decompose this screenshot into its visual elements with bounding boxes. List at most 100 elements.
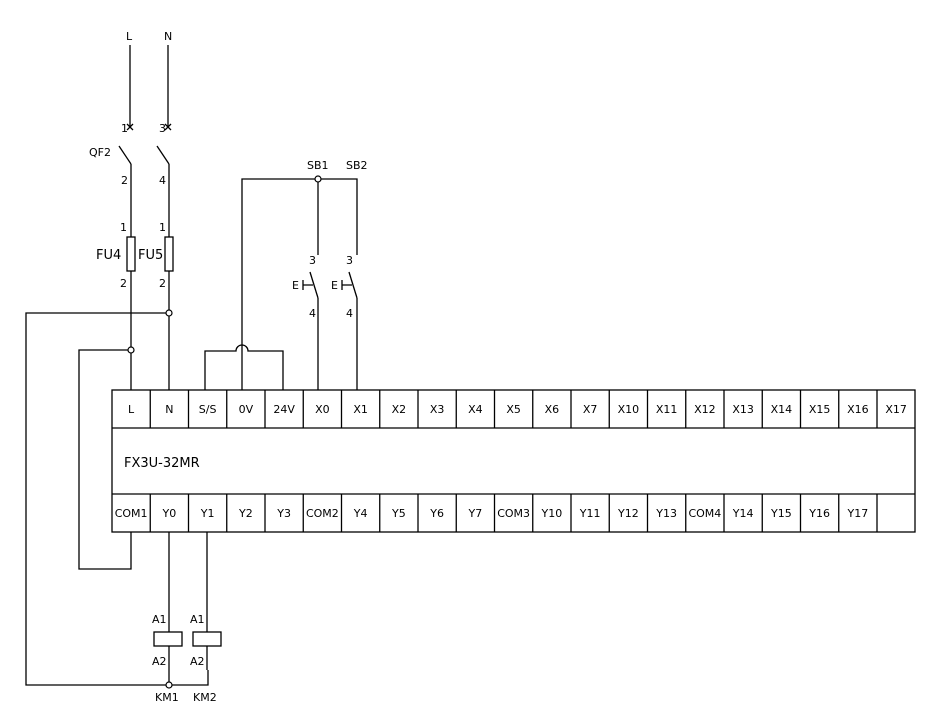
plc-bottom-terminal-label: COM1 xyxy=(115,507,148,520)
sb1-label: SB1 xyxy=(307,159,329,172)
breaker-pin-3: 3 xyxy=(159,122,166,135)
coil-km1-body xyxy=(153,631,183,647)
plc-top-terminal-label: X10 xyxy=(618,403,640,416)
sb2-label: SB2 xyxy=(346,159,368,172)
plc-bottom-terminal-label: Y14 xyxy=(732,507,754,520)
plc-bottom-terminal-label: Y13 xyxy=(655,507,677,520)
sb1-blade xyxy=(309,271,319,299)
breaker-pin-4: 4 xyxy=(159,174,166,187)
breaker-pin-2: 2 xyxy=(121,174,128,187)
coil-km2-pin-a2: A2 xyxy=(190,655,205,668)
fuse-fu5-body xyxy=(164,236,174,272)
plc-top-terminal-label: X12 xyxy=(694,403,716,416)
coil-km2-body xyxy=(192,631,222,647)
plc-bottom-terminal-label: COM3 xyxy=(497,507,530,520)
plc-bottom-terminal-label: Y15 xyxy=(770,507,792,520)
sb2-pin-4: 4 xyxy=(346,307,353,320)
plc-top-terminal-label: L xyxy=(128,403,135,416)
plc-top-terminal-label: X3 xyxy=(430,403,445,416)
plc-top-terminal-row: L N S/S 0V 24V X0 X1 X2 X3 X4 X5 X6 X7 X10 X11 X12 X13 X1… xyxy=(128,390,907,428)
coil-km1-pin-a2: A2 xyxy=(152,655,167,668)
wire-ss-24v xyxy=(204,344,284,390)
fuse-fu5-pin-bottom: 2 xyxy=(159,277,166,290)
wire-l-to-com1 xyxy=(78,349,132,570)
plc-top-terminal-label: X1 xyxy=(353,403,368,416)
junction-coil-a2 xyxy=(165,681,173,689)
plc-bottom-terminal-label: Y16 xyxy=(808,507,830,520)
plc-top-terminal-label: X7 xyxy=(583,403,598,416)
plc-bottom-terminal-row: COM1 Y0 Y1 Y2 Y3 COM2 Y4 Y5 Y6 Y7 COM3 Y10 Y11 Y12 Y13… xyxy=(115,494,878,532)
fuse-fu4-pin-top: 1 xyxy=(120,221,127,234)
wire-n-to-coils xyxy=(25,312,209,686)
sb2-actuator xyxy=(341,280,352,290)
sb1-pin-4: 4 xyxy=(309,307,316,320)
plc-bottom-terminal-label: Y1 xyxy=(200,507,215,520)
plc-bottom-terminal-label: Y6 xyxy=(429,507,444,520)
breaker-x-left xyxy=(126,123,134,131)
coil-km1-label: KM1 xyxy=(155,691,179,704)
plc-top-terminal-label: 24V xyxy=(273,403,295,416)
plc-module: L N S/S 0V 24V X0 X1 X2 X3 X4 X5 X6 X7 X10 X11 X12 X13 X1… xyxy=(111,389,916,533)
sb1-pin-3: 3 xyxy=(309,254,316,267)
breaker-label: QF2 xyxy=(89,146,111,159)
sb2-pin-3: 3 xyxy=(346,254,353,267)
sb1-mark: E xyxy=(292,279,299,292)
plc-top-terminal-label: X4 xyxy=(468,403,483,416)
fuse-fu4-label: FU4 xyxy=(96,248,121,263)
fuse-fu4-body xyxy=(126,236,136,272)
plc-bottom-terminal-label: Y5 xyxy=(391,507,406,520)
push-buttons xyxy=(302,271,358,299)
breaker-qf2 xyxy=(118,123,172,165)
plc-top-terminal-label: S/S xyxy=(199,403,217,416)
plc-bottom-terminal-label: Y12 xyxy=(617,507,639,520)
fuse-fu4-pin-bottom: 2 xyxy=(120,277,127,290)
plc-top-terminal-label: X5 xyxy=(506,403,521,416)
wires xyxy=(25,45,358,686)
plc-top-terminal-label: X0 xyxy=(315,403,330,416)
plc-bottom-terminal-label: Y10 xyxy=(541,507,563,520)
sb2-blade xyxy=(348,271,358,299)
supply-line-label: L xyxy=(126,30,133,43)
coils xyxy=(153,631,222,647)
plc-body xyxy=(111,389,916,533)
breaker-blade-left xyxy=(118,145,132,165)
breaker-x-right xyxy=(164,123,172,131)
plc-bottom-terminal-label: Y11 xyxy=(579,507,601,520)
coil-km2-label: KM2 xyxy=(193,691,217,704)
plc-top-terminal-label: 0V xyxy=(239,403,254,416)
supply-neutral-label: N xyxy=(164,30,172,43)
coil-km1-pin-a1: A1 xyxy=(152,613,167,626)
plc-bottom-terminal-label: Y2 xyxy=(238,507,253,520)
plc-top-terminal-label: X15 xyxy=(809,403,831,416)
junction-sb-bus xyxy=(314,175,322,183)
plc-top-terminal-label: X16 xyxy=(847,403,869,416)
fuse-fu5-pin-top: 1 xyxy=(159,221,166,234)
fuses xyxy=(126,236,174,272)
plc-bottom-terminal-label: Y17 xyxy=(847,507,869,520)
junction-l-loop xyxy=(127,346,135,354)
plc-model-label: FX3U-32MR xyxy=(124,456,200,471)
plc-top-terminal-label: X11 xyxy=(656,403,678,416)
plc-bottom-terminal-label: Y7 xyxy=(468,507,483,520)
breaker-blade-right xyxy=(156,145,170,165)
plc-top-terminal-label: X6 xyxy=(545,403,560,416)
plc-bottom-terminal-label: COM2 xyxy=(306,507,339,520)
plc-bottom-terminal-label: Y3 xyxy=(276,507,291,520)
coil-km2-pin-a1: A1 xyxy=(190,613,205,626)
wire-0v-sb xyxy=(241,178,358,390)
plc-top-terminal-label: X2 xyxy=(392,403,407,416)
sb2-mark: E xyxy=(331,279,338,292)
plc-bottom-terminal-label: Y0 xyxy=(162,507,177,520)
plc-top-terminal-label: N xyxy=(165,403,173,416)
fuse-fu5-label: FU5 xyxy=(138,248,163,263)
plc-top-terminal-label: X14 xyxy=(771,403,793,416)
plc-bottom-terminal-label: Y4 xyxy=(353,507,368,520)
plc-top-terminal-label: X17 xyxy=(885,403,907,416)
junctions xyxy=(127,175,322,689)
plc-bottom-terminal-label: COM4 xyxy=(688,507,721,520)
plc-top-terminal-label: X13 xyxy=(732,403,754,416)
junction-n-loop xyxy=(165,309,173,317)
breaker-pin-1: 1 xyxy=(121,122,128,135)
